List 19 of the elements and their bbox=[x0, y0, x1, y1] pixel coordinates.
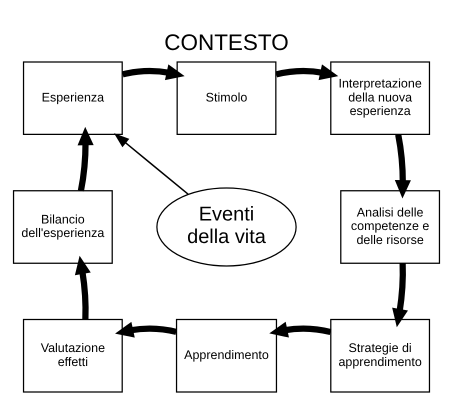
arrow bbox=[394, 134, 411, 198]
node-box: Strategie di apprendimento bbox=[330, 318, 430, 392]
arrow bbox=[74, 255, 91, 320]
node-box: Interpretazione della nuova esperienza bbox=[330, 60, 430, 135]
node-box: Stimolo bbox=[176, 60, 276, 135]
node-box: Apprendimento bbox=[176, 318, 278, 392]
node-box: Esperienza bbox=[22, 60, 123, 135]
arrow bbox=[276, 64, 338, 80]
arrow bbox=[115, 321, 177, 338]
arrow bbox=[122, 64, 185, 80]
node-box: Valutazione effetti bbox=[22, 318, 123, 392]
arrow bbox=[114, 132, 189, 194]
node-box: Analisi delle competenze e delle risorse bbox=[340, 190, 440, 264]
node-box: Bilancio dell'esperienza bbox=[12, 190, 113, 264]
node-ellipse: Eventi della vita bbox=[156, 186, 297, 266]
arrow bbox=[78, 126, 94, 191]
arrow bbox=[392, 262, 408, 327]
arrow bbox=[269, 321, 332, 338]
diagram-title: CONTESTO bbox=[164, 29, 289, 54]
